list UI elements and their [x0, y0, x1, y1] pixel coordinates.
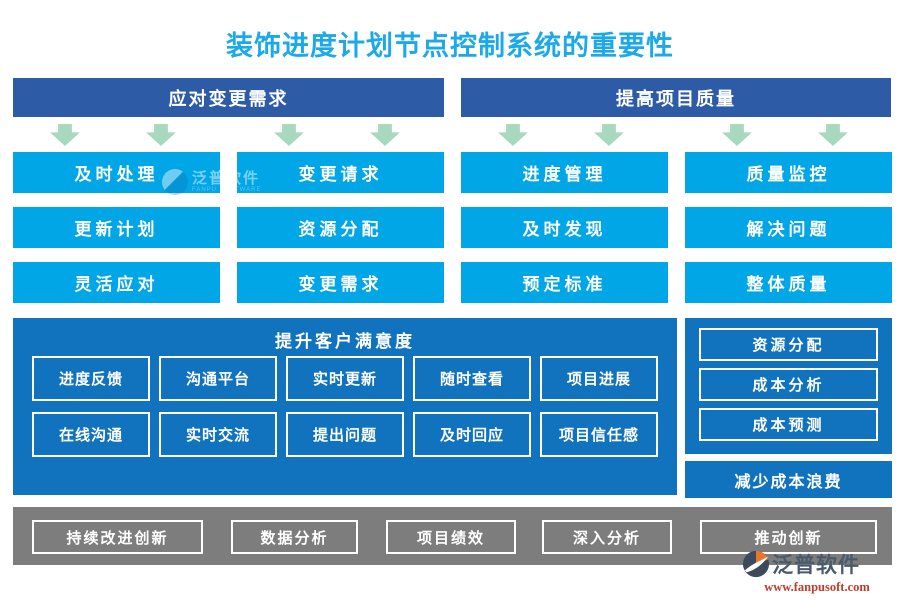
- down-arrow-icon: [818, 124, 848, 146]
- satisfaction-row-2: 在线沟通 实时交流 提出问题 及时回应 项目信任感: [32, 412, 658, 457]
- satisfaction-button-raise-questions[interactable]: 提出问题: [286, 412, 404, 457]
- satisfaction-button-online-communication[interactable]: 在线沟通: [32, 412, 150, 457]
- satisfaction-button-realtime-update[interactable]: 实时更新: [286, 356, 404, 401]
- down-arrow-icon: [498, 124, 528, 146]
- fanpu-logo: 泛普软件 www.fanpusoft.com: [742, 549, 892, 595]
- cost-button-resource-allocation[interactable]: 资源分配: [699, 328, 878, 361]
- node-button-update-plan[interactable]: 更新计划: [13, 207, 220, 248]
- node-button-timely-discovery[interactable]: 及时发现: [461, 207, 668, 248]
- node-button-change-request[interactable]: 变更请求: [237, 152, 444, 193]
- bottom-bar: 持续改进创新 数据分析 项目绩效 深入分析 推动创新: [13, 507, 892, 565]
- satisfaction-button-communication-platform[interactable]: 沟通平台: [159, 356, 277, 401]
- down-arrow-icon: [594, 124, 624, 146]
- cost-button-cost-analysis[interactable]: 成本分析: [699, 368, 878, 401]
- satisfaction-button-view-anytime[interactable]: 随时查看: [413, 356, 531, 401]
- cost-panel: 资源分配 成本分析 成本预测: [685, 318, 892, 454]
- node-button-flexible-response[interactable]: 灵活应对: [13, 262, 220, 303]
- fanpu-logo-icon: [742, 550, 770, 578]
- bottom-button-continuous-improvement[interactable]: 持续改进创新: [32, 520, 203, 554]
- satisfaction-button-project-trust[interactable]: 项目信任感: [540, 412, 658, 457]
- satisfaction-button-project-progress[interactable]: 项目进展: [540, 356, 658, 401]
- down-arrow-icon: [50, 124, 80, 146]
- fanpu-logo-name: 泛普软件: [772, 554, 860, 577]
- node-button-timely-handling[interactable]: 及时处理: [13, 152, 220, 193]
- node-button-solve-problems[interactable]: 解决问题: [685, 207, 892, 248]
- reduce-cost-waste-banner: 减少成本浪费: [685, 461, 892, 498]
- node-button-preset-standard[interactable]: 预定标准: [461, 262, 668, 303]
- bottom-button-drive-innovation[interactable]: 推动创新: [700, 520, 877, 554]
- satisfaction-button-timely-response[interactable]: 及时回应: [413, 412, 531, 457]
- bottom-button-data-analysis[interactable]: 数据分析: [231, 520, 358, 554]
- section-header-project-quality: 提高项目质量: [461, 78, 891, 117]
- customer-satisfaction-panel: 提升客户满意度 进度反馈 沟通平台 实时更新 随时查看 项目进展 在线沟通 实时…: [13, 318, 677, 495]
- down-arrow-icon: [146, 124, 176, 146]
- page-title: 装饰进度计划节点控制系统的重要性: [226, 31, 674, 61]
- fanpu-logo-url: www.fanpusoft.com: [764, 580, 870, 594]
- section-header-change-response: 应对变更需求: [13, 78, 444, 117]
- node-button-overall-quality[interactable]: 整体质量: [685, 262, 892, 303]
- satisfaction-row-1: 进度反馈 沟通平台 实时更新 随时查看 项目进展: [32, 356, 658, 401]
- node-button-change-demand[interactable]: 变更需求: [237, 262, 444, 303]
- bottom-button-project-performance[interactable]: 项目绩效: [386, 520, 516, 554]
- node-button-quality-monitoring[interactable]: 质量监控: [685, 152, 892, 193]
- node-button-schedule-management[interactable]: 进度管理: [461, 152, 668, 193]
- satisfaction-button-progress-feedback[interactable]: 进度反馈: [32, 356, 150, 401]
- customer-satisfaction-title: 提升客户满意度: [275, 332, 415, 351]
- cost-button-cost-forecast[interactable]: 成本预测: [699, 408, 878, 441]
- node-button-resource-allocation[interactable]: 资源分配: [237, 207, 444, 248]
- down-arrow-icon: [370, 124, 400, 146]
- down-arrow-icon: [722, 124, 752, 146]
- bottom-button-deep-analysis[interactable]: 深入分析: [542, 520, 672, 554]
- satisfaction-button-realtime-exchange[interactable]: 实时交流: [159, 412, 277, 457]
- down-arrow-icon: [274, 124, 304, 146]
